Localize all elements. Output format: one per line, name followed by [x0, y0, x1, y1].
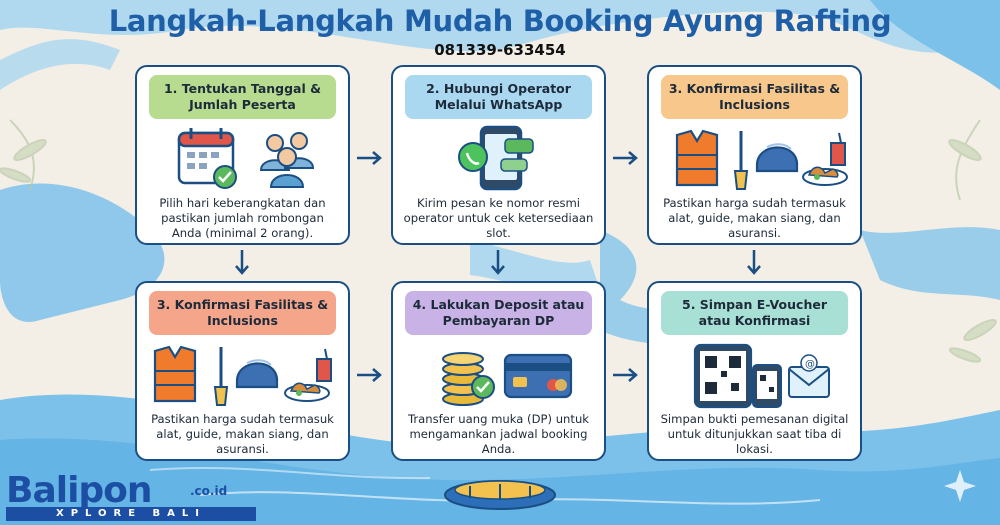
step-card-title: 3. Konfirmasi Fasilitas & Inclusions: [661, 75, 848, 119]
step-card-description: Pastikan harga sudah termasuk alat, guid…: [151, 412, 334, 456]
helmet-icon: [755, 143, 799, 173]
step-card-description: Kirim pesan ke nomor resmi operator untu…: [403, 196, 594, 240]
step-card-2: 2. Hubungi Operator Melalui WhatsApp Kir…: [391, 65, 606, 245]
logo-domain: .co.id: [190, 484, 228, 498]
step-card-5: 4. Lakukan Deposit atau Pembayaran DP Tr…: [391, 281, 606, 461]
qr-tablet-icon: [693, 343, 782, 409]
arrow-right-icon: [613, 368, 638, 382]
step-card-4: 3. Konfirmasi Fasilitas & Inclusions: [135, 281, 350, 461]
step-card-6: 5. Simpan E-Voucher atau Konfirmasi @ Si…: [647, 281, 862, 461]
life-vest-icon: [675, 129, 719, 187]
raft-icon: [444, 480, 556, 510]
arrow-down-icon: [491, 250, 505, 275]
step-card-title: 3. Konfirmasi Fasilitas & Inclusions: [149, 291, 336, 335]
arrow-right-icon: [613, 151, 638, 165]
whatsapp-phone-icon: [458, 125, 534, 191]
step-card-3: 3. Konfirmasi Fasilitas & Inclusions: [647, 65, 862, 245]
arrow-down-icon: [747, 250, 761, 275]
life-vest-icon: [153, 345, 197, 403]
logo-brand: Balipon: [6, 470, 153, 511]
paddle-icon: [213, 347, 229, 406]
arrow-right-icon: [357, 368, 382, 382]
step-card-description: Pastikan harga sudah termasuk alat, guid…: [663, 196, 846, 240]
logo-tagline: XPLORE BALI: [6, 507, 256, 521]
calendar-icon: [177, 128, 237, 189]
credit-card-icon: [503, 353, 573, 399]
svg-text:@: @: [805, 359, 815, 370]
meal-icon: [284, 348, 332, 402]
helmet-icon: [235, 359, 279, 389]
paddle-icon: [733, 131, 749, 190]
step-card-title: 1. Tentukan Tanggal & Jumlah Peserta: [149, 75, 336, 119]
step-card-description: Transfer uang muka (DP) untuk mengamanka…: [407, 412, 590, 456]
balipon-logo[interactable]: Balipon .co.id XPLORE BALI: [6, 470, 256, 522]
step-card-description: Simpan bukti pemesanan digital untuk dit…: [660, 412, 849, 456]
arrow-down-icon: [235, 250, 249, 275]
email-icon: @: [788, 354, 830, 398]
step-card-title: 5. Simpan E-Voucher atau Konfirmasi: [661, 291, 848, 335]
step-card-title: 2. Hubungi Operator Melalui WhatsApp: [405, 75, 592, 119]
meal-icon: [802, 132, 848, 186]
arrow-right-icon: [357, 151, 382, 165]
step-card-description: Pilih hari keberangkatan dan pastikan ju…: [159, 196, 326, 240]
page-title: Langkah-Langkah Mudah Booking Ayung Raft…: [108, 4, 892, 38]
step-card-title: 4. Lakukan Deposit atau Pembayaran DP: [405, 291, 592, 335]
step-card-1: 1. Tentukan Tanggal & Jumlah Peserta: [135, 65, 350, 245]
group-icon: [259, 132, 315, 188]
phone-number: 081339-633454: [434, 41, 566, 59]
coins-icon: [442, 352, 495, 406]
